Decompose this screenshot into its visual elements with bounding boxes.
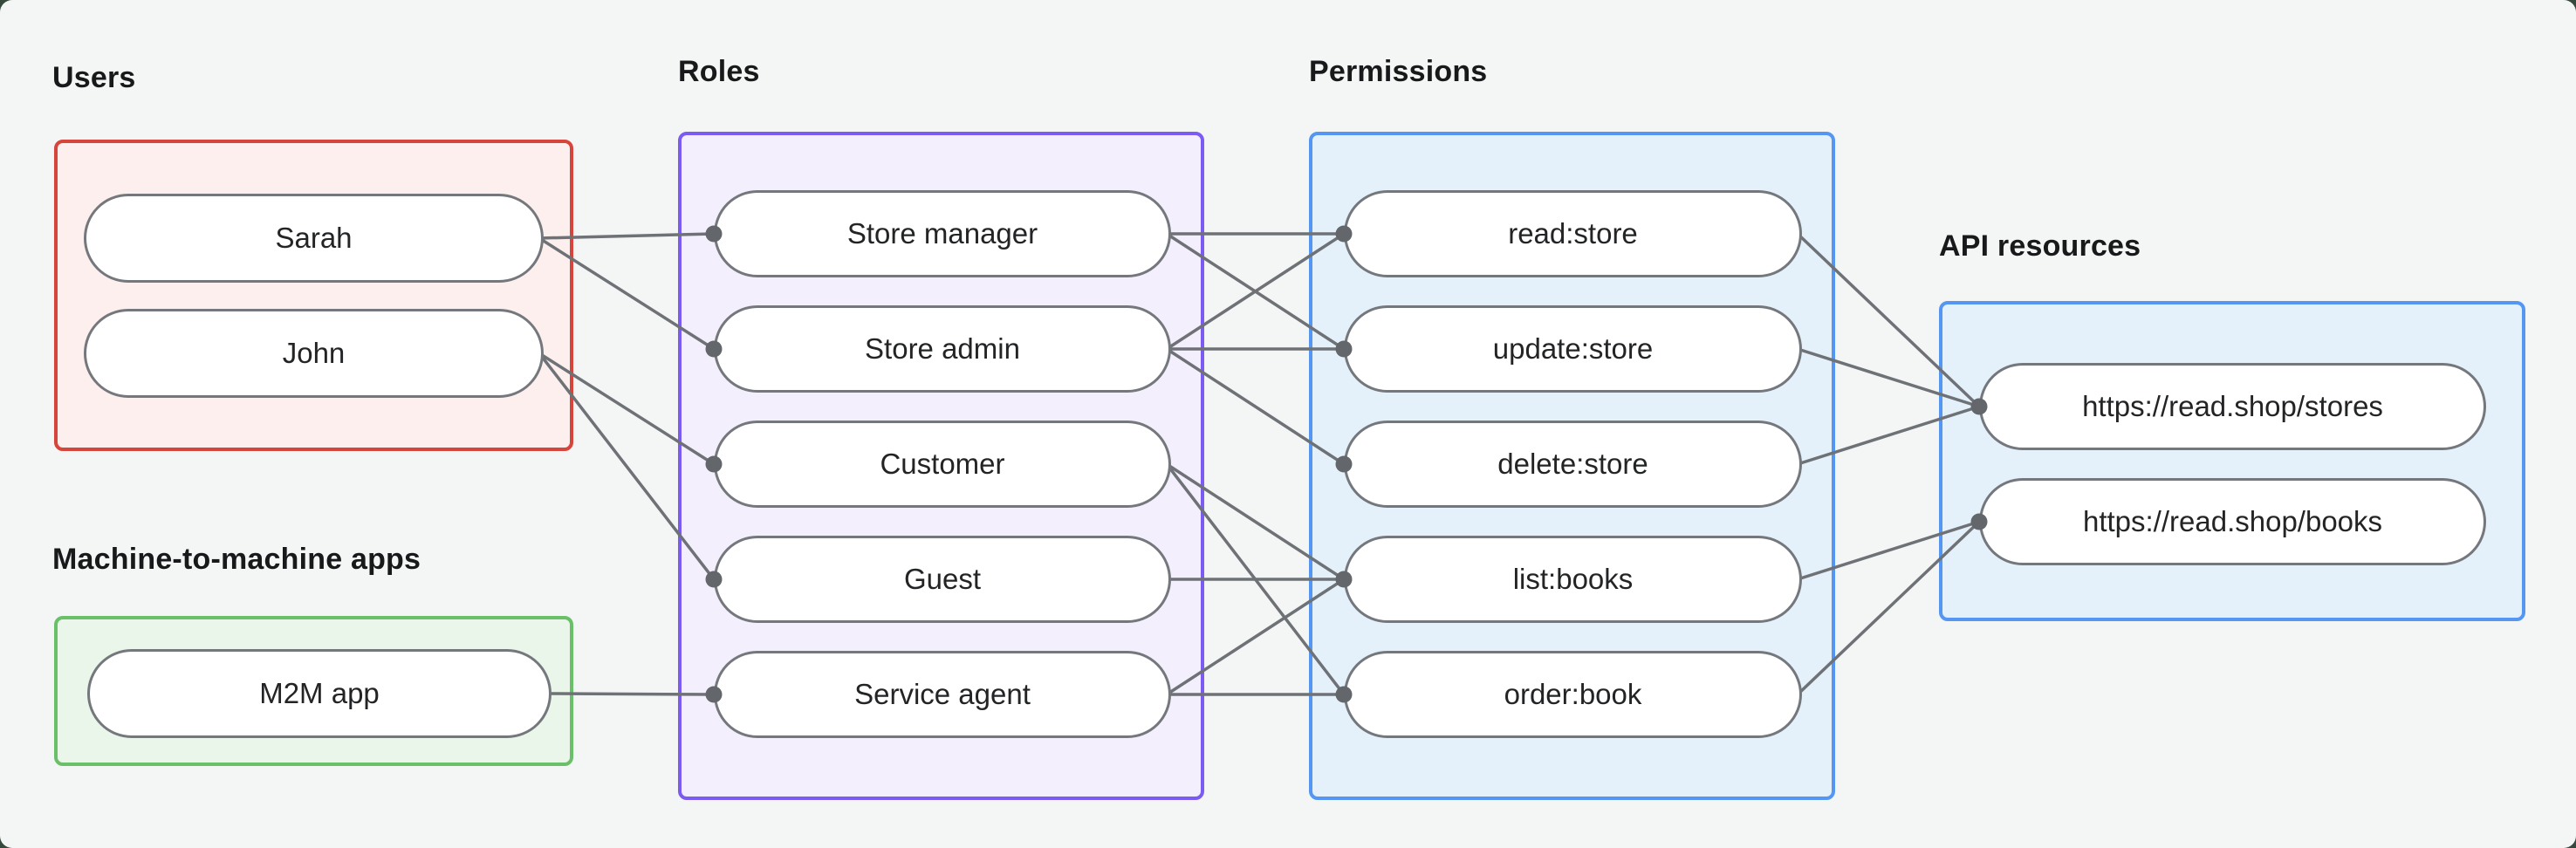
node-books-api: https://read.shop/books	[1979, 478, 2486, 565]
edge-john-guest	[538, 352, 716, 581]
group-label-users: Users	[52, 61, 136, 94]
connector-dot-guest	[705, 571, 723, 588]
connector-dot-store-admin	[705, 340, 723, 358]
edge-customer-list-books	[1166, 462, 1345, 581]
node-store-admin: Store admin	[714, 305, 1171, 393]
node-list-books: list:books	[1344, 536, 1802, 623]
edge-read-store-stores-api	[1796, 232, 1981, 408]
connector-dot-delete-store	[1335, 455, 1353, 473]
node-read-store: read:store	[1344, 190, 1802, 277]
node-john: John	[84, 309, 544, 398]
edge-service-agent-list-books	[1166, 578, 1345, 696]
edge-delete-store-stores-api	[1797, 405, 1980, 466]
edge-store-admin-delete-store	[1166, 347, 1345, 466]
group-label-roles: Roles	[678, 55, 760, 88]
edge-order-book-books-api	[1796, 520, 1981, 696]
node-order-book: order:book	[1344, 651, 1802, 738]
node-delete-store: delete:store	[1344, 421, 1802, 508]
connector-dot-service-agent	[705, 686, 723, 703]
connector-dot-update-store	[1335, 340, 1353, 358]
edge-update-store-stores-api	[1797, 347, 1980, 408]
edge-sarah-store-admin	[538, 236, 715, 351]
node-customer: Customer	[714, 421, 1171, 508]
edge-sarah-store-manager	[538, 232, 715, 240]
node-guest: Guest	[714, 536, 1171, 623]
group-label-api-resources: API resources	[1939, 229, 2141, 263]
connector-dot-order-book	[1335, 686, 1353, 703]
connector-dot-store-manager	[705, 225, 723, 243]
edge-john-customer	[538, 352, 715, 466]
connector-dot-list-books	[1335, 571, 1353, 588]
node-sarah: Sarah	[84, 194, 544, 283]
group-box-users	[54, 140, 573, 451]
node-stores-api: https://read.shop/stores	[1979, 363, 2486, 450]
connector-dot-stores-api	[1970, 398, 1988, 415]
group-label-machine-to-machine-apps: Machine-to-machine apps	[52, 543, 421, 576]
group-box-api-resources	[1939, 301, 2525, 621]
node-store-manager: Store manager	[714, 190, 1171, 277]
node-m2m-app: M2M app	[87, 649, 552, 738]
edge-store-admin-read-store	[1166, 232, 1345, 351]
group-label-permissions: Permissions	[1309, 55, 1488, 88]
connector-dot-books-api	[1970, 513, 1988, 530]
edge-list-books-books-api	[1797, 520, 1980, 581]
node-update-store: update:store	[1344, 305, 1802, 393]
connector-dot-read-store	[1335, 225, 1353, 243]
node-service-agent: Service agent	[714, 651, 1171, 738]
connector-dot-customer	[705, 455, 723, 473]
